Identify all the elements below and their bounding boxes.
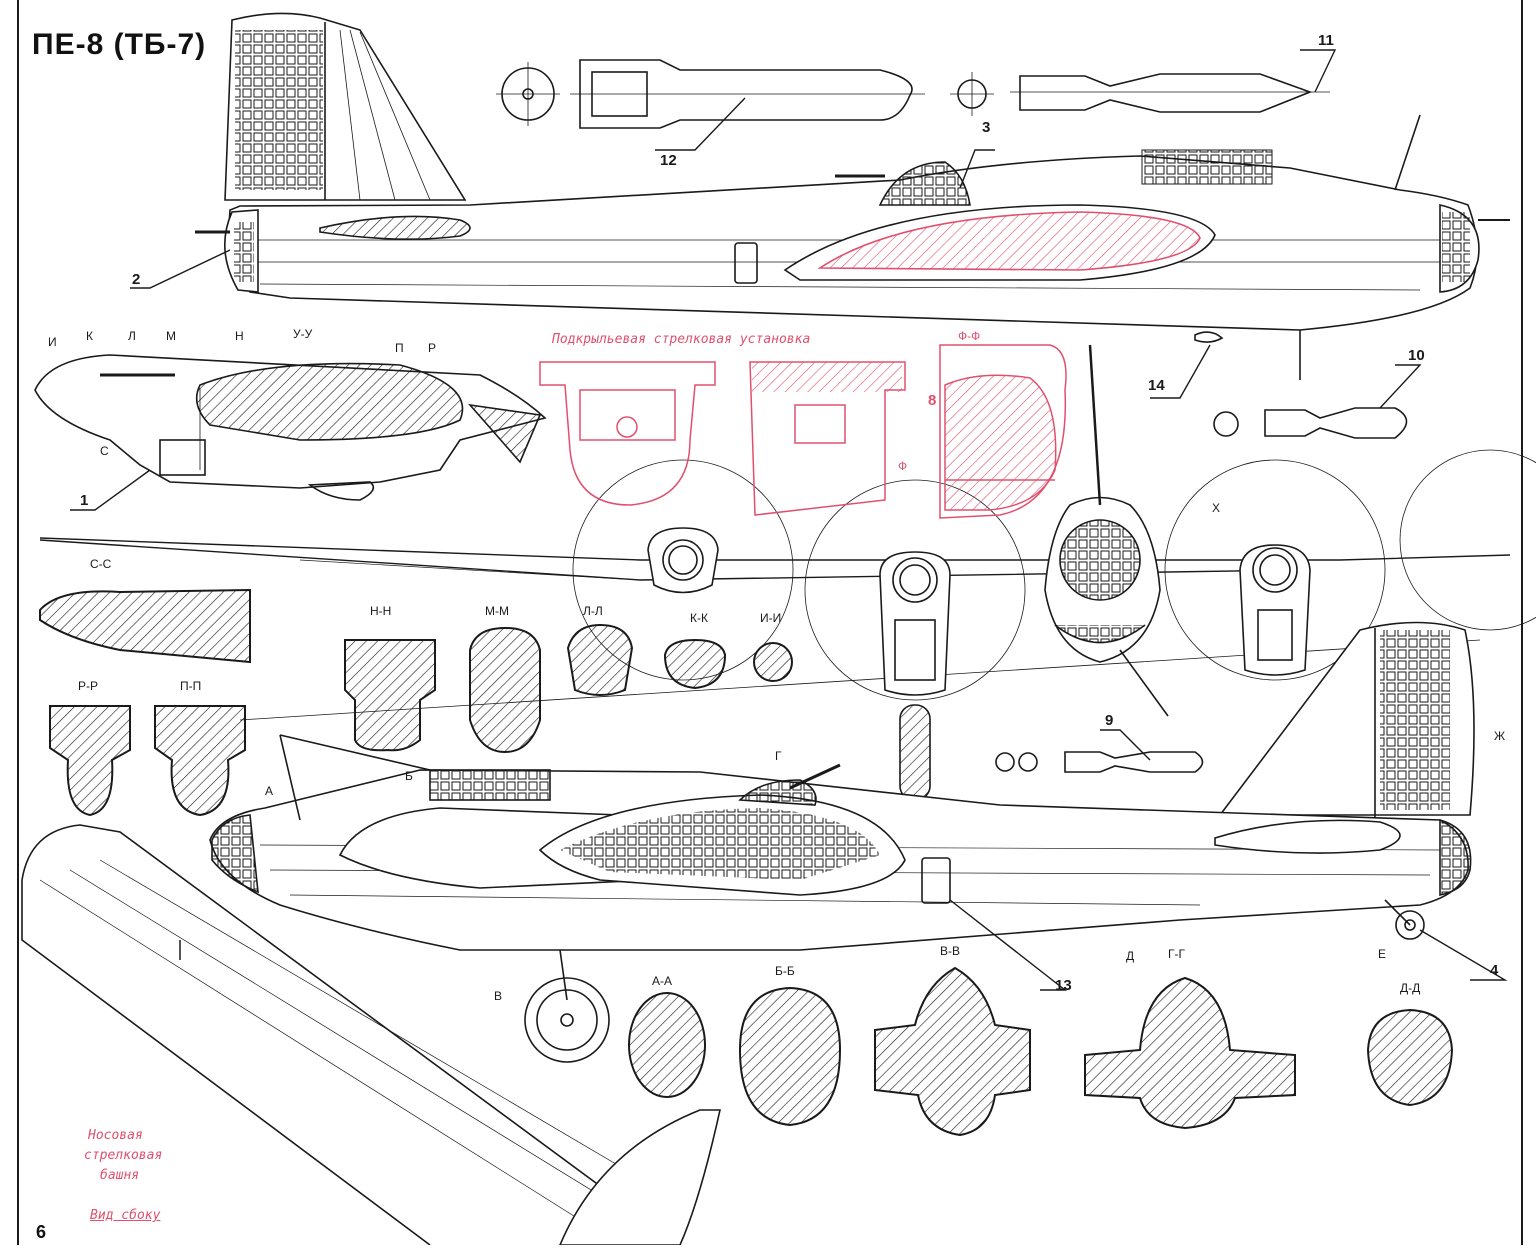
side-view-caption: Вид сбоку — [90, 1208, 161, 1223]
label-dd: Д-Д — [1400, 981, 1420, 995]
callout-8: 8 — [928, 392, 936, 409]
callout-1: 1 — [80, 492, 88, 509]
section-aa — [628, 992, 706, 1098]
label-mm: М-М — [485, 604, 509, 618]
cross-sections — [39, 588, 1454, 1137]
callout-12: 12 — [660, 152, 677, 169]
cut-v: В — [494, 989, 502, 1003]
nose-turret-caption-1: Носовая — [88, 1128, 143, 1143]
nose-side-view — [34, 354, 547, 501]
callout-11: 11 — [1318, 32, 1334, 49]
callout-9: 9 — [1105, 712, 1113, 729]
label-rr: Р-Р — [78, 679, 98, 693]
cut-c: С — [100, 444, 109, 458]
section-mm — [469, 626, 541, 754]
section-vv — [874, 966, 1031, 1137]
label-ff: Ф-Ф — [958, 329, 980, 343]
front-view — [647, 344, 1311, 801]
cut-e: Е — [1378, 947, 1386, 961]
underwing-turret-drawings — [539, 344, 1067, 519]
cut-f: Ф — [898, 459, 907, 473]
cut-d: Д — [1126, 949, 1134, 963]
drawing-title: ПЕ-8 (ТБ-7) — [32, 28, 207, 61]
callout-2: 2 — [132, 271, 140, 288]
callout-10: 10 — [1408, 347, 1425, 364]
nose-wing-section — [195, 362, 464, 441]
top-fin-rudder-grid — [235, 30, 323, 190]
cut-a: А — [265, 784, 273, 798]
cut-b: Б — [405, 769, 413, 783]
label-bb: Б-Б — [775, 964, 795, 978]
cut-p: П — [395, 341, 404, 355]
bottom-side-view — [209, 621, 1475, 1063]
nacelle-outer-left — [647, 527, 719, 594]
label-gg: Г-Г — [1168, 947, 1185, 961]
label-kk: К-К — [690, 611, 708, 625]
callout-13: 13 — [1055, 977, 1072, 994]
section-ss — [39, 588, 251, 664]
cut-i: И — [48, 335, 57, 349]
section-nn — [344, 639, 436, 752]
fuselage-front — [1044, 344, 1169, 717]
section-rr — [49, 705, 131, 817]
nose-turret-caption-2: стрелковая — [84, 1148, 163, 1163]
underwing-turret-caption: Подкрыльевая стрелковая установка — [552, 332, 811, 347]
section-bb — [738, 986, 842, 1127]
bomb-10 — [1264, 407, 1408, 439]
cut-m: М — [166, 329, 176, 343]
section-ii — [753, 642, 793, 682]
top-side-view — [195, 12, 1510, 380]
nacelle-inner-right — [1239, 544, 1311, 676]
cut-x: Х — [1212, 501, 1220, 515]
bomb-9 — [1064, 751, 1204, 773]
section-pp — [154, 705, 246, 817]
nose-turret-caption-3: башня — [100, 1168, 140, 1183]
callout-3: 3 — [982, 119, 990, 136]
label-vv: В-В — [940, 944, 960, 958]
nacelle-inner-left — [879, 551, 951, 801]
label-uu: У-У — [293, 327, 313, 341]
label-pp: П-П — [180, 679, 201, 693]
label-ss: С-С — [90, 557, 112, 571]
cut-l: Л — [128, 329, 136, 343]
label-ii: И-И — [760, 611, 781, 625]
label-ll: Л-Л — [583, 604, 603, 618]
bomb-11 — [1019, 73, 1313, 113]
cut-g: Г — [775, 749, 782, 763]
bombs-top — [496, 59, 1408, 773]
label-nn: Н-Н — [370, 604, 391, 618]
section-ll — [566, 623, 634, 696]
section-gg — [1084, 976, 1296, 1130]
leader-lines — [70, 49, 1508, 991]
section-dd — [1366, 1008, 1454, 1107]
label-aa: А-А — [652, 974, 672, 988]
callout-4: 4 — [1490, 962, 1499, 979]
cut-r: Р — [428, 341, 436, 355]
cut-zh: Ж — [1494, 729, 1505, 743]
cut-n: Н — [235, 329, 244, 343]
callout-14: 14 — [1148, 377, 1165, 394]
page-number: 6 — [36, 1222, 47, 1242]
top-wing-section-highlight — [817, 211, 1201, 271]
cut-k: К — [86, 329, 93, 343]
section-kk — [663, 638, 727, 690]
wing-plan-bottom — [21, 824, 721, 1246]
